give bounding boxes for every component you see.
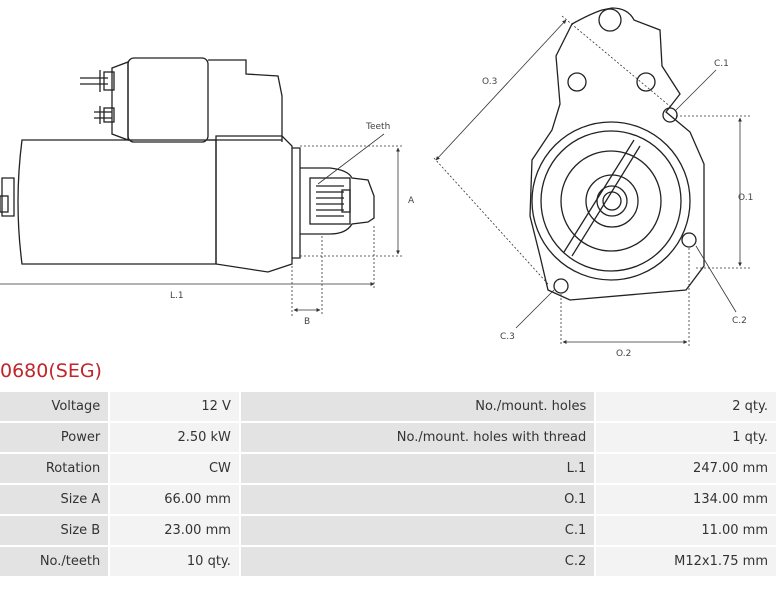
- spec-value: 134.00 mm: [596, 485, 776, 514]
- dim-l1-label: L.1: [170, 291, 184, 301]
- part-number-title: 0680(SEG): [0, 360, 102, 382]
- spec-label: Voltage: [0, 392, 109, 421]
- spec-label: No./mount. holes with thread: [240, 423, 595, 452]
- spec-label: C.1: [240, 516, 595, 545]
- spec-value: 247.00 mm: [596, 454, 776, 483]
- front-dimensions: [433, 15, 750, 346]
- spec-label: Power: [0, 423, 109, 452]
- spec-label: No./mount. holes: [240, 392, 595, 421]
- spec-label: C.2: [240, 547, 595, 576]
- teeth-label: Teeth: [365, 122, 390, 132]
- spec-value: CW: [110, 454, 239, 483]
- dim-b-label: B: [304, 317, 310, 327]
- spec-value: 1 qty.: [596, 423, 776, 452]
- dim-a-label: A: [408, 196, 415, 206]
- starter-side-view: [0, 57, 375, 273]
- spec-value: 11.00 mm: [596, 516, 776, 545]
- spec-value: 2.50 kW: [110, 423, 239, 452]
- spec-value: 66.00 mm: [110, 485, 239, 514]
- spec-value: 12 V: [110, 392, 239, 421]
- spec-value: M12x1.75 mm: [596, 547, 776, 576]
- starter-front-view: [529, 7, 705, 301]
- technical-drawing: Teeth A L.1 B O.3 C.1 O.1 C.2: [0, 7, 753, 359]
- dim-o1-label: O.1: [738, 193, 753, 203]
- spec-label: Rotation: [0, 454, 109, 483]
- spec-label: Size B: [0, 516, 109, 545]
- dim-c2-label: C.2: [732, 316, 747, 326]
- dim-c1-label: C.1: [714, 59, 729, 69]
- dim-o2-label: O.2: [616, 349, 631, 359]
- spec-label: O.1: [240, 485, 595, 514]
- spec-value: 23.00 mm: [110, 516, 239, 545]
- side-dimensions: [0, 133, 404, 316]
- spec-value: 10 qty.: [110, 547, 239, 576]
- dim-c3-label: C.3: [500, 332, 515, 342]
- dim-o3-label: O.3: [482, 77, 497, 87]
- spec-value: 2 qty.: [596, 392, 776, 421]
- spec-label: No./teeth: [0, 547, 109, 576]
- spec-label: L.1: [240, 454, 595, 483]
- spec-label: Size A: [0, 485, 109, 514]
